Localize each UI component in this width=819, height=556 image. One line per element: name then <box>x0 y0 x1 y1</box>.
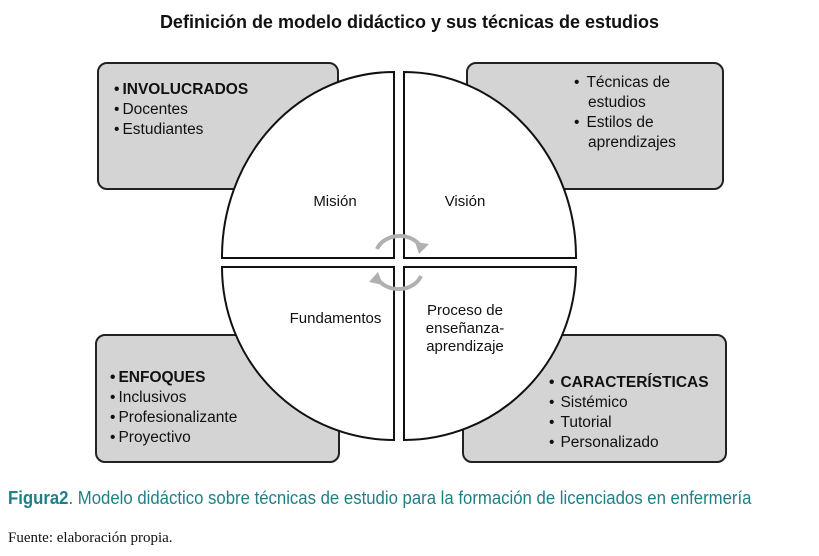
list-item: Técnicas de estudios <box>574 73 722 113</box>
figure-source: Fuente: elaboración propia. <box>8 530 173 546</box>
list-item: Estilos de aprendizajes <box>574 113 722 153</box>
list-item: Personalizado <box>549 433 725 453</box>
label-proceso: Proceso de enseñanza-aprendizaje <box>425 302 505 355</box>
box-heading: CARACTERÍSTICAS <box>549 373 725 393</box>
label-vision: Visión <box>444 193 486 210</box>
figure-caption: Figura2. Modelo didáctico sobre técnicas… <box>8 488 751 509</box>
figure-label: Figura2 <box>8 488 69 508</box>
diagram-title: Definición de modelo didáctico y sus téc… <box>159 12 660 32</box>
list-item: Docentes <box>114 100 337 120</box>
arrowhead-top <box>415 242 429 254</box>
list-item: Sistémico <box>549 393 725 413</box>
quadrant-fundamentos <box>220 266 395 442</box>
list-item: Tutorial <box>549 413 725 433</box>
quadrant-proceso <box>403 266 578 442</box>
label-mision: Misión <box>313 193 357 210</box>
box-heading: INVOLUCRADOS <box>114 80 337 100</box>
figure-caption-text: . Modelo didáctico sobre técnicas de est… <box>68 488 752 508</box>
quadrant-mision <box>220 70 395 259</box>
arrowhead-bottom <box>369 272 383 285</box>
list-item: Inclusivos <box>110 388 338 408</box>
list-item: Estudiantes <box>114 120 337 140</box>
label-fundamentos: Fundamentos <box>289 310 382 327</box>
list-item: Profesionalizante <box>110 408 338 428</box>
list-item: Proyectivo <box>110 428 338 448</box>
quadrant-vision <box>403 70 578 259</box>
box-heading: ENFOQUES <box>110 368 338 388</box>
